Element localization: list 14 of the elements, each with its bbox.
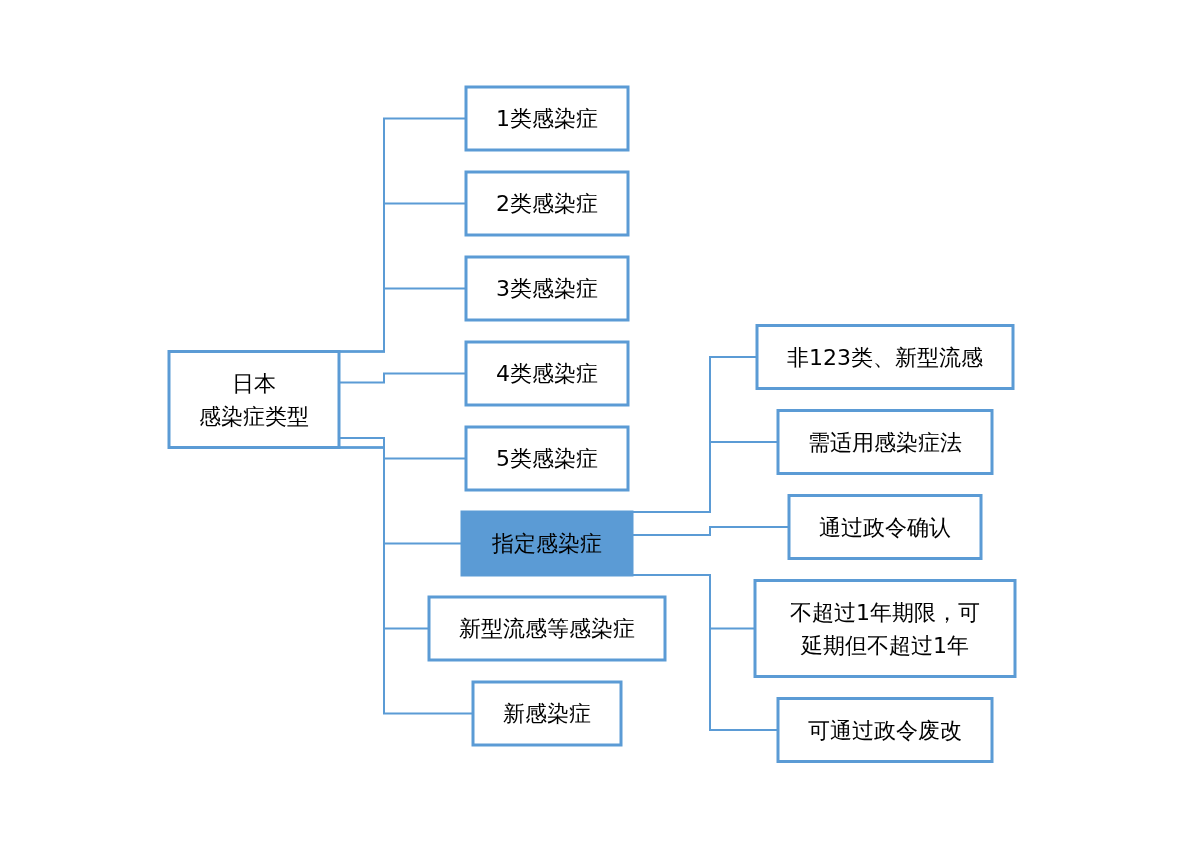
node-box: 需适用感染症法 <box>776 408 993 475</box>
node-box: 新感染症 <box>471 680 622 747</box>
node-box: 非123类、新型流感 <box>755 323 1014 390</box>
node-box: 3类感染症 <box>464 255 629 322</box>
node-box: 4类感染症 <box>464 340 629 407</box>
node-box: 可通过政令废改 <box>776 696 993 763</box>
node-box: 新型流感等感染症 <box>427 595 666 662</box>
node-box: 5类感染症 <box>464 425 629 492</box>
node-box: 不超过1年期限，可延期但不超过1年 <box>753 578 1016 678</box>
node-box: 通过政令确认 <box>787 493 982 560</box>
node-box: 日本 感染症类型 <box>167 349 340 449</box>
node-box: 指定感染症 <box>460 510 633 577</box>
node-box: 1类感染症 <box>464 85 629 152</box>
node-box: 2类感染症 <box>464 170 629 237</box>
